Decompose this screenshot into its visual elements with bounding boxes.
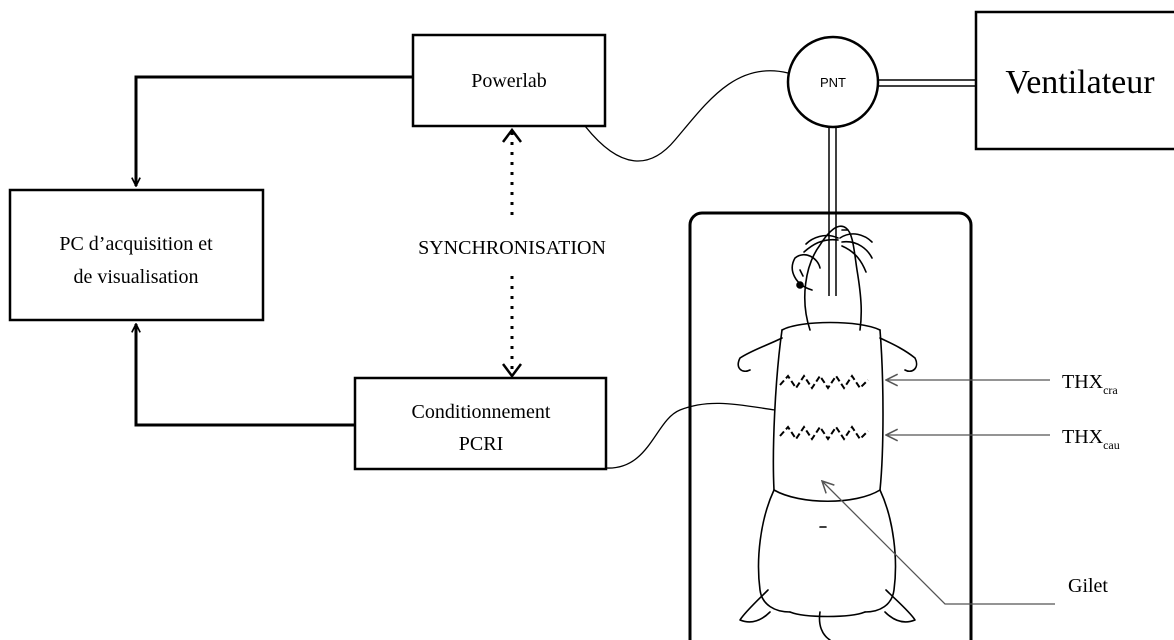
conditioning-label-line2: PCRI: [459, 433, 503, 455]
pnt-ventilator-tube: [878, 79, 976, 87]
thx-cra-coil: [779, 374, 869, 390]
gilet-label: Gilet: [1068, 575, 1108, 597]
pc-label-line1: PC d’acquisition et: [59, 233, 213, 255]
gilet-pointer: [822, 481, 1055, 605]
pc-label-line2: de visualisation: [74, 266, 199, 288]
powerlab-to-pc-arrow: [136, 75, 413, 186]
ventilator-node: Ventilateur: [974, 10, 1174, 151]
ventilator-label: Ventilateur: [1005, 64, 1155, 101]
pc-node: PC d’acquisition et de visualisation: [8, 188, 265, 322]
thx-cra-label: THXcra: [1062, 371, 1118, 397]
synchronisation-link: SYNCHRONISATION: [418, 127, 606, 379]
pnt-node: PNT: [786, 35, 880, 129]
thx-cau-label: THXcau: [1062, 426, 1120, 452]
powerlab-pnt-cable: [584, 70, 789, 162]
conditioning-label-line1: Conditionnement: [412, 401, 551, 423]
rat-illustration: [737, 225, 918, 640]
conditioning-to-pc-arrow: [136, 324, 355, 427]
conditioning-vest-cable: [605, 402, 776, 469]
conditioning-node: Conditionnement PCRI: [353, 376, 608, 471]
powerlab-label: Powerlab: [471, 70, 547, 92]
animal-container: [688, 211, 973, 640]
pnt-label: PNT: [820, 75, 846, 90]
thx-cau-coil: [779, 425, 869, 441]
synchronisation-label: SYNCHRONISATION: [418, 237, 606, 259]
powerlab-node: Powerlab: [411, 33, 607, 128]
